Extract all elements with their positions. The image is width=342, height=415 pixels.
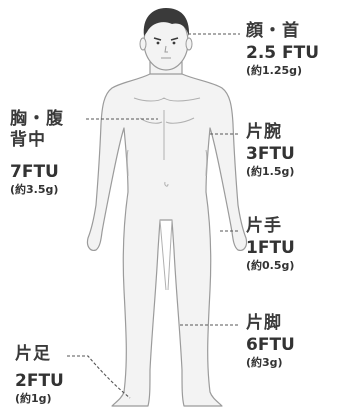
label-face-name: 顔・首	[246, 23, 319, 40]
label-leg-grams: (約3g)	[246, 357, 295, 368]
label-foot-name: 片足	[15, 346, 64, 363]
label-hand-grams: (約0.5g)	[246, 260, 295, 271]
label-leg-amount: 6FTU	[246, 337, 295, 354]
label-chest-name: 胸・腹 背中	[10, 109, 64, 152]
label-leg-name: 片脚	[246, 315, 295, 332]
label-hand-amount: 1FTU	[246, 240, 295, 257]
body-outline	[87, 60, 246, 406]
label-chest-grams: (約3.5g)	[10, 184, 64, 195]
label-chest-amount: 7FTU	[10, 164, 64, 181]
label-face-grams: (約1.25g)	[246, 65, 319, 76]
label-arm: 片腕 3FTU (約1.5g)	[246, 124, 295, 177]
label-arm-name: 片腕	[246, 124, 295, 141]
label-face: 顔・首 2.5 FTU (約1.25g)	[246, 23, 319, 76]
label-foot: 片足 2FTU (約1g)	[15, 346, 64, 404]
label-chest: 胸・腹 背中 7FTU (約3.5g)	[10, 109, 64, 195]
label-hand: 片手 1FTU (約0.5g)	[246, 218, 295, 271]
label-leg: 片脚 6FTU (約3g)	[246, 315, 295, 368]
label-foot-amount: 2FTU	[15, 373, 64, 390]
head	[140, 8, 192, 70]
label-hand-name: 片手	[246, 218, 295, 235]
label-arm-grams: (約1.5g)	[246, 166, 295, 177]
label-face-amount: 2.5 FTU	[246, 45, 319, 62]
leader-foot	[67, 356, 130, 398]
label-arm-amount: 3FTU	[246, 146, 295, 163]
label-foot-grams: (約1g)	[15, 393, 64, 404]
